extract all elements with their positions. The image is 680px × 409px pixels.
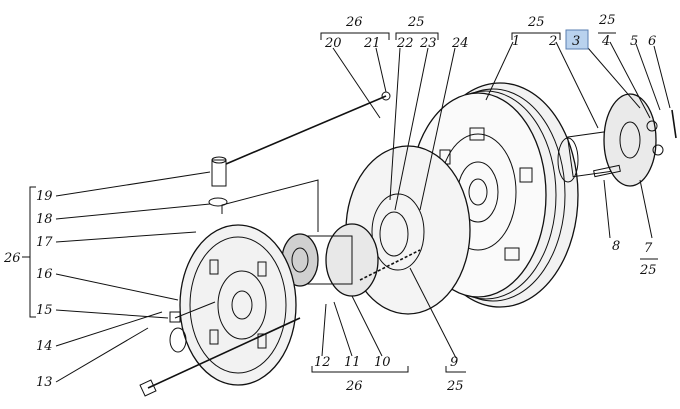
group-label-25-bottom: 25 — [446, 379, 464, 394]
group-brackets — [22, 32, 658, 373]
part-label-7: 7 — [644, 241, 653, 256]
group-label-25-top-b: 25 — [527, 15, 545, 30]
part-label-23: 23 — [419, 36, 437, 51]
part-label-6: 6 — [648, 34, 656, 49]
group-label-25-top-a: 25 — [407, 15, 425, 30]
group-label-26-bottom: 26 — [345, 379, 363, 394]
part-label-17: 17 — [36, 235, 53, 250]
part-label-15: 15 — [36, 303, 53, 318]
part-label-1: 1 — [512, 34, 520, 49]
part-label-2: 2 — [548, 34, 557, 49]
leader-lines — [55, 41, 671, 383]
long-bolt — [139, 317, 301, 397]
part-label-12: 12 — [314, 355, 331, 370]
tie-rod — [208, 91, 391, 232]
part-label-3: 3 — [572, 34, 580, 49]
part-label-20: 20 — [324, 36, 342, 51]
part-label-5: 5 — [630, 34, 638, 49]
group-label-25-right: 25 — [639, 263, 657, 278]
part-label-24: 24 — [451, 36, 469, 51]
group-label-25-top-c: 25 — [598, 13, 616, 28]
part-label-8: 8 — [612, 239, 620, 254]
part-label-21: 21 — [363, 36, 381, 51]
shaft-assembly — [557, 93, 677, 187]
part-label-14: 14 — [36, 339, 53, 354]
part-label-16: 16 — [36, 267, 53, 282]
group-label-26-left: 26 — [3, 251, 21, 266]
group-label-26-top: 26 — [345, 15, 363, 30]
part-label-11: 11 — [344, 355, 361, 370]
wheel-flange — [179, 224, 297, 386]
small-bolts — [169, 301, 216, 353]
part-label-13: 13 — [36, 375, 53, 390]
label-3-highlight — [565, 29, 589, 50]
part-label-18: 18 — [36, 212, 53, 227]
part-label-4: 4 — [601, 34, 610, 49]
part-label-19: 19 — [36, 189, 53, 204]
part-label-9: 9 — [450, 355, 458, 370]
part-label-22: 22 — [396, 36, 414, 51]
part-label-10: 10 — [374, 355, 391, 370]
